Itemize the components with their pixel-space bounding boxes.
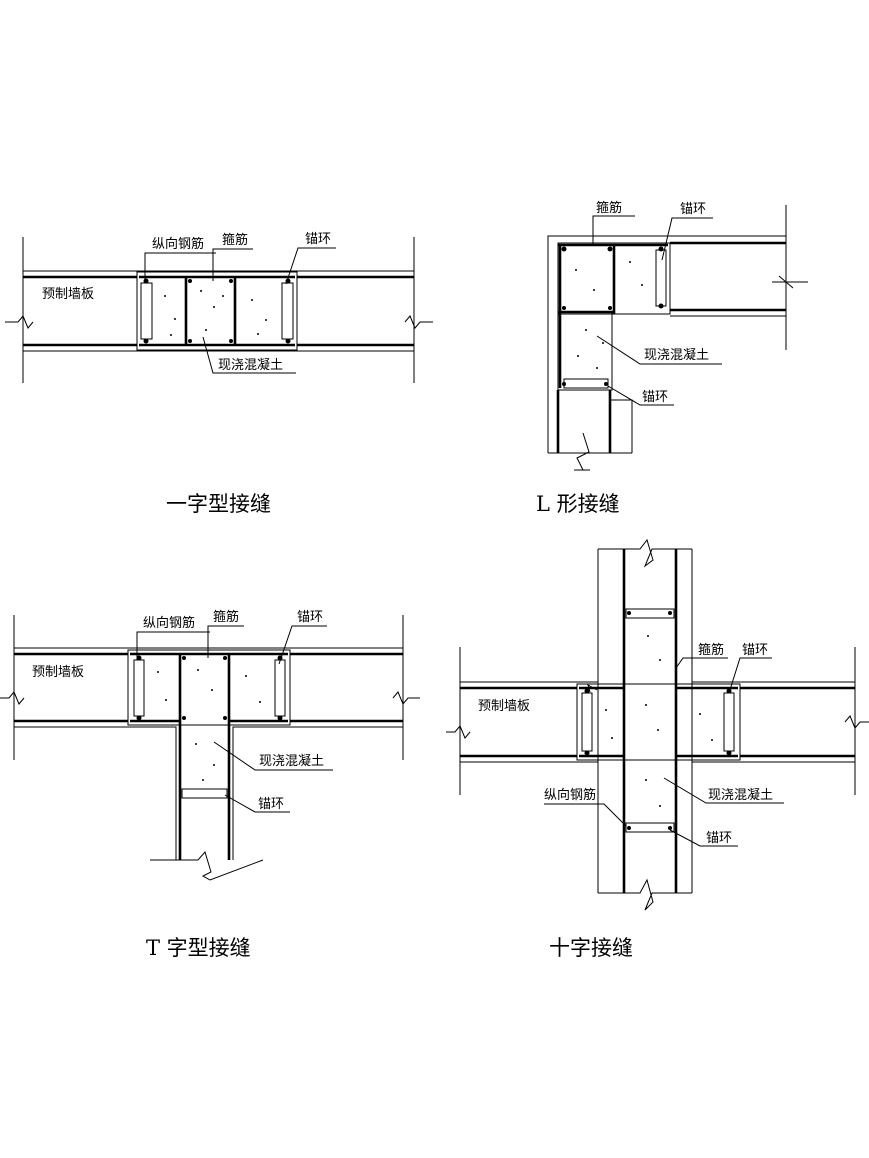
label-anchor-ring-bottom: 锚环 [706,831,732,846]
label-anchor-ring-bottom: 锚环 [258,797,284,812]
straight-joint-title: 一字型接缝 [166,492,271,516]
l-joint-drawing [547,205,808,471]
t-joint-title: T 字型接缝 [146,936,251,960]
straight-joint-diagram: 预制墙板 纵向钢筋 箍筋 锚环 现浇混凝土 一字型接缝 [5,232,433,516]
label-anchor-ring-top: 锚环 [742,643,768,658]
cross-joint-drawing [446,538,869,911]
cross-joint-title: 十字接缝 [549,936,633,960]
label-stirrup: 箍筋 [213,609,239,625]
label-cast-concrete: 现浇混凝土 [644,347,709,363]
label-precast-panel: 预制墙板 [478,699,530,714]
label-longitudinal-rebar: 纵向钢筋 [152,236,204,252]
label-cast-concrete: 现浇混凝土 [259,753,324,769]
label-cast-concrete: 现浇混凝土 [218,357,283,373]
t-joint-diagram: 预制墙板 纵向钢筋 箍筋 锚环 现浇混凝土 锚环 T 字型接缝 [0,609,420,960]
label-anchor-ring-top: 锚环 [680,202,706,217]
label-stirrup: 箍筋 [698,642,724,658]
label-longitudinal-rebar: 纵向钢筋 [143,615,195,631]
label-stirrup: 箍筋 [596,200,622,216]
t-joint-drawing [0,615,420,881]
label-anchor-ring-top: 锚环 [297,610,323,625]
concrete-hatch [575,261,643,369]
concrete-hatch [164,290,267,336]
concrete-hatch [157,669,261,781]
label-stirrup: 箍筋 [222,232,248,248]
concrete-hatch [605,635,713,807]
label-anchor-ring-bottom: 锚环 [642,390,668,405]
cross-joint-diagram: 预制墙板 箍筋 锚环 纵向钢筋 现浇混凝土 锚环 十字接缝 [446,538,869,960]
label-longitudinal-rebar: 纵向钢筋 [544,787,596,803]
l-joint-title: L 形接缝 [536,492,620,516]
straight-joint-drawing [5,237,433,383]
label-cast-concrete: 现浇混凝土 [708,787,773,803]
label-precast-panel: 预制墙板 [42,287,94,302]
label-anchor-ring: 锚环 [305,232,331,247]
l-joint-diagram: 箍筋 锚环 现浇混凝土 锚环 L 形接缝 [536,200,808,516]
label-precast-panel: 预制墙板 [32,665,84,680]
